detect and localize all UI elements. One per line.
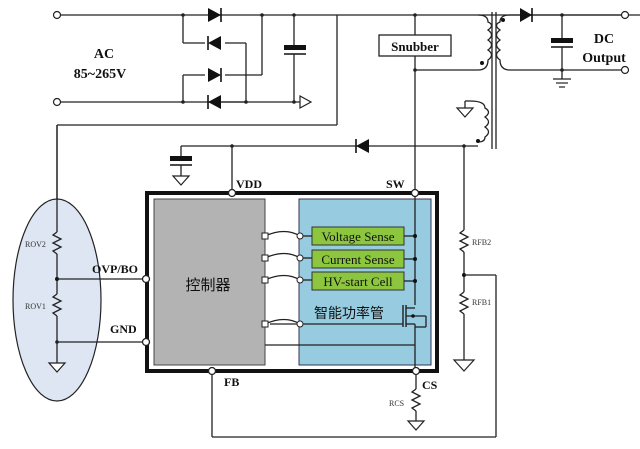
controller-label: 控制器 [185, 276, 230, 294]
rfb2-label: RFB2 [472, 238, 491, 247]
ground-icon [406, 420, 426, 431]
voltage-sense-label: Voltage Sense [321, 229, 394, 244]
ac-label: AC [94, 47, 114, 62]
ground-icon [455, 107, 475, 118]
transformer [455, 12, 511, 149]
bulk-capacitor [284, 13, 313, 110]
dc-label: DC [594, 32, 614, 47]
diode-icon [356, 139, 369, 153]
diode-icon [208, 68, 221, 82]
pin-cs [411, 366, 421, 376]
feedback-divider: RFB2 RFB1 [452, 146, 497, 437]
diode-icon [208, 36, 221, 50]
current-sense-label: Current Sense [321, 252, 395, 267]
sw-label: SW [386, 177, 405, 191]
resistor-rcs [410, 388, 422, 412]
diode-icon [208, 8, 221, 22]
ground-icon [47, 362, 67, 373]
diode-icon [208, 95, 221, 109]
cs-label: CS [422, 378, 438, 392]
vdd-label: VDD [236, 177, 262, 191]
snubber-label: Snubber [391, 39, 439, 54]
rov1-label: ROV1 [25, 302, 46, 311]
fb-label: FB [224, 375, 239, 389]
ac-input: AC 85~265V [52, 10, 126, 107]
rfb1-label: RFB1 [472, 298, 491, 307]
ground-icon [299, 94, 313, 110]
resistor-rov2 [51, 231, 63, 255]
pin-vdd [227, 188, 237, 198]
snubber: Snubber [378, 13, 478, 209]
ground-icon [171, 175, 191, 186]
ic-package: 控制器 智能功率管 Voltage Sense Current Sense HV… [92, 177, 439, 392]
dc-output-label: Output [582, 51, 626, 66]
dc-terminal-bottom [620, 65, 630, 75]
power-switch-label: 智能功率管 [314, 305, 384, 322]
current-sense-resistor: RCS [389, 375, 426, 431]
resistor-rfb1 [458, 291, 470, 315]
pin-ovp-bo [141, 274, 151, 284]
ovp-bo-label: OVP/BO [92, 262, 138, 276]
gnd-label: GND [110, 322, 137, 336]
ac-voltage-label: 85~265V [74, 67, 126, 82]
dc-terminal-top [620, 10, 630, 20]
ovp-divider: ROV2 ROV1 [12, 125, 146, 402]
pin-fb [207, 366, 217, 376]
output-stage: DC Output [510, 8, 630, 88]
ac-terminal-top [52, 10, 62, 20]
rov2-label: ROV2 [25, 240, 46, 249]
ground-icon [553, 78, 571, 88]
pin-sw [410, 188, 420, 198]
mosfet-icon [270, 305, 427, 371]
bridge-rectifier [61, 8, 640, 109]
vdd-supply [170, 139, 478, 193]
rcs-label: RCS [389, 399, 404, 408]
controller-block [153, 198, 266, 366]
resistor-rfb2 [458, 229, 470, 253]
diode-icon [520, 8, 532, 22]
internal-links [261, 230, 415, 346]
ground-icon [452, 359, 476, 372]
pin-gnd [141, 337, 151, 347]
ac-terminal-bottom [52, 97, 62, 107]
hv-start-label: HV-start Cell [323, 274, 393, 289]
resistor-rov1 [51, 293, 63, 317]
